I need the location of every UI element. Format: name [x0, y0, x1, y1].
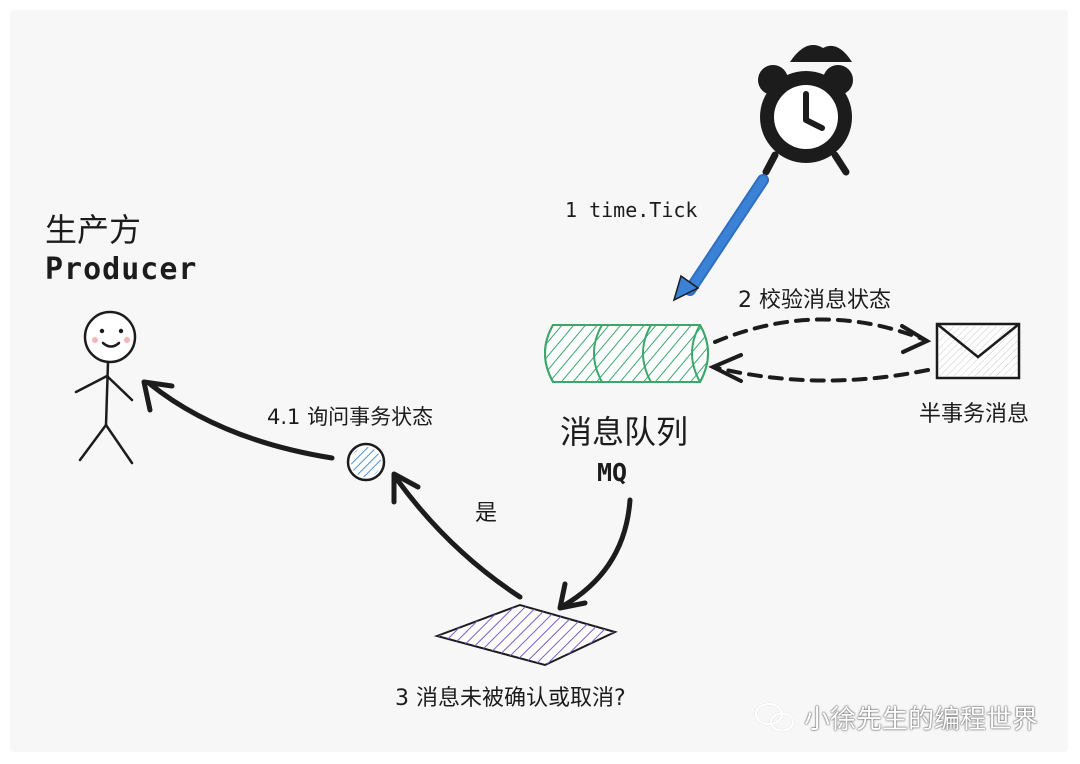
stick-figure-icon: [74, 310, 137, 465]
half-message-label: 半事务消息: [919, 402, 1030, 427]
watermark-text: 小徐先生的编程世界: [804, 705, 1039, 735]
check-status-arrowheads: [708, 324, 932, 383]
yes-arrow: [391, 471, 523, 600]
query-arrow: [141, 379, 335, 461]
decision-label: 3 消息未被确认或取消?: [395, 686, 626, 711]
tick-label: 1 time.Tick: [565, 198, 698, 222]
tick-arrow: [672, 174, 769, 302]
check-status-label: 2 校验消息状态: [738, 288, 891, 313]
decision-diamond-icon: [433, 603, 618, 667]
producer-title-cn: 生产方: [45, 211, 142, 249]
producer-title-en: Producer: [45, 252, 198, 287]
mq-title-en: MQ: [597, 458, 628, 487]
yes-label: 是: [475, 501, 498, 526]
check-circle-icon: [346, 442, 386, 482]
wechat-icon: [754, 702, 795, 732]
mq-title-cn: 消息队列: [560, 413, 689, 451]
envelope-icon: [935, 322, 1021, 380]
query-status-label: 4.1 询问事务状态: [267, 405, 434, 429]
message-queue-cylinder: [544, 324, 709, 383]
mq-to-decision-arrow: [557, 497, 633, 611]
check-status-arrows: [713, 317, 930, 383]
alarm-clock-icon: [758, 45, 853, 176]
